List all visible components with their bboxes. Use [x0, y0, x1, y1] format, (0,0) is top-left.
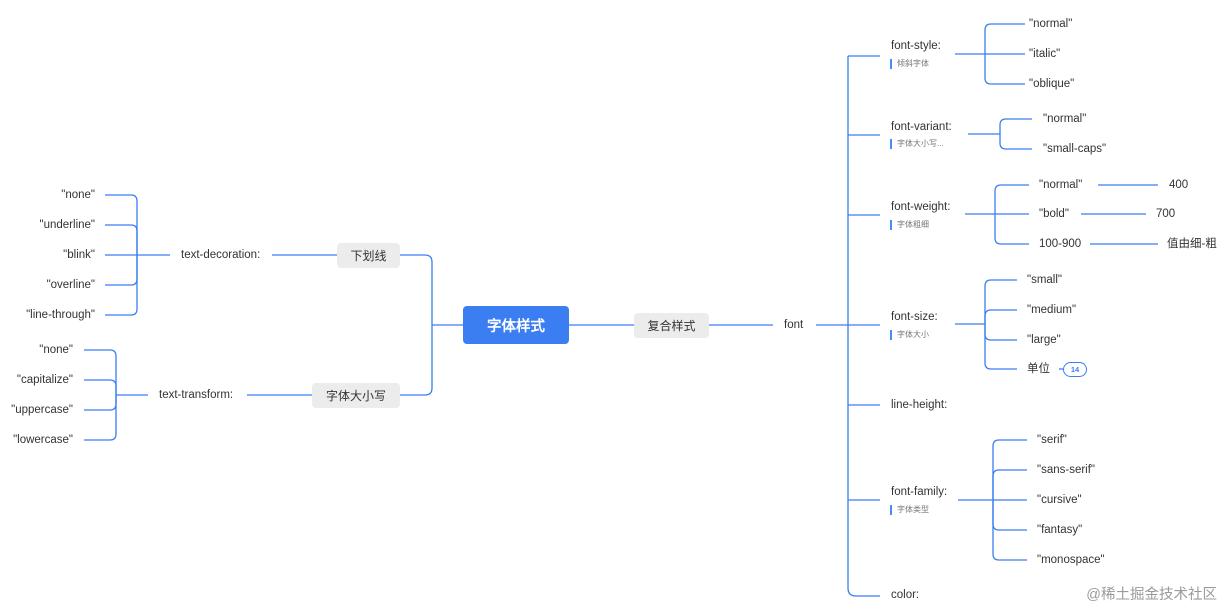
- font-family-value[interactable]: "fantasy": [1037, 524, 1083, 536]
- font-size-value[interactable]: "medium": [1027, 304, 1077, 316]
- compound-style-node[interactable]: 复合样式: [634, 313, 709, 338]
- text-transform-value[interactable]: "none": [39, 344, 73, 356]
- central-topic[interactable]: 字体样式: [463, 306, 569, 344]
- font-size-note: 字体大小: [890, 330, 929, 340]
- font-style-node[interactable]: font-style:: [891, 40, 941, 52]
- font-size-node[interactable]: font-size:: [891, 311, 938, 323]
- font-family-node[interactable]: font-family:: [891, 486, 948, 498]
- font-variant-value[interactable]: "small-caps": [1043, 143, 1107, 155]
- line-height-node[interactable]: line-height:: [891, 399, 948, 411]
- font-style-value[interactable]: "oblique": [1029, 78, 1075, 90]
- font-weight-node[interactable]: font-weight:: [891, 201, 951, 213]
- underline-branch-node[interactable]: 下划线: [337, 243, 400, 268]
- text-decoration-value[interactable]: "underline": [39, 219, 95, 231]
- font-family-value[interactable]: "sans-serif": [1037, 464, 1096, 476]
- font-weight-result[interactable]: 值由细-粗: [1167, 238, 1217, 250]
- text-transform-node[interactable]: text-transform:: [159, 389, 234, 401]
- font-variant-node[interactable]: font-variant:: [891, 121, 952, 133]
- font-size-value[interactable]: "large": [1027, 334, 1061, 346]
- collapsed-count-badge[interactable]: 14: [1063, 362, 1087, 377]
- text-decoration-value[interactable]: "line-through": [26, 309, 95, 321]
- font-size-value[interactable]: "small": [1027, 274, 1062, 286]
- font-weight-value[interactable]: "bold": [1039, 208, 1069, 220]
- font-family-value[interactable]: "cursive": [1037, 494, 1082, 506]
- font-variant-note: 字体大小写...: [890, 139, 944, 149]
- font-family-value[interactable]: "monospace": [1037, 554, 1105, 566]
- font-family-value[interactable]: "serif": [1037, 434, 1067, 446]
- text-case-branch-node[interactable]: 字体大小写: [312, 383, 400, 408]
- font-style-value[interactable]: "italic": [1029, 48, 1061, 60]
- font-weight-result[interactable]: 400: [1169, 179, 1189, 191]
- font-style-value[interactable]: "normal": [1029, 18, 1073, 30]
- text-transform-value[interactable]: "lowercase": [13, 434, 73, 446]
- text-decoration-value[interactable]: "overline": [46, 279, 95, 291]
- font-family-note: 字体类型: [890, 505, 929, 515]
- font-weight-value[interactable]: 100-900: [1039, 238, 1082, 250]
- font-weight-value[interactable]: "normal": [1039, 179, 1083, 191]
- text-decoration-value[interactable]: "blink": [63, 249, 95, 261]
- text-decoration-node[interactable]: text-decoration:: [181, 249, 261, 261]
- font-size-value[interactable]: 单位: [1027, 363, 1050, 375]
- font-weight-result[interactable]: 700: [1156, 208, 1176, 220]
- font-variant-value[interactable]: "normal": [1043, 113, 1087, 125]
- color-node[interactable]: color:: [891, 589, 920, 601]
- text-decoration-value[interactable]: "none": [61, 189, 95, 201]
- font-style-note: 倾斜字体: [890, 59, 929, 69]
- font-weight-note: 字体粗细: [890, 220, 929, 230]
- watermark: @稀土掘金技术社区: [1086, 587, 1217, 603]
- font-node[interactable]: font: [784, 319, 804, 331]
- text-transform-value[interactable]: "capitalize": [16, 374, 73, 386]
- text-transform-value[interactable]: "uppercase": [11, 404, 73, 416]
